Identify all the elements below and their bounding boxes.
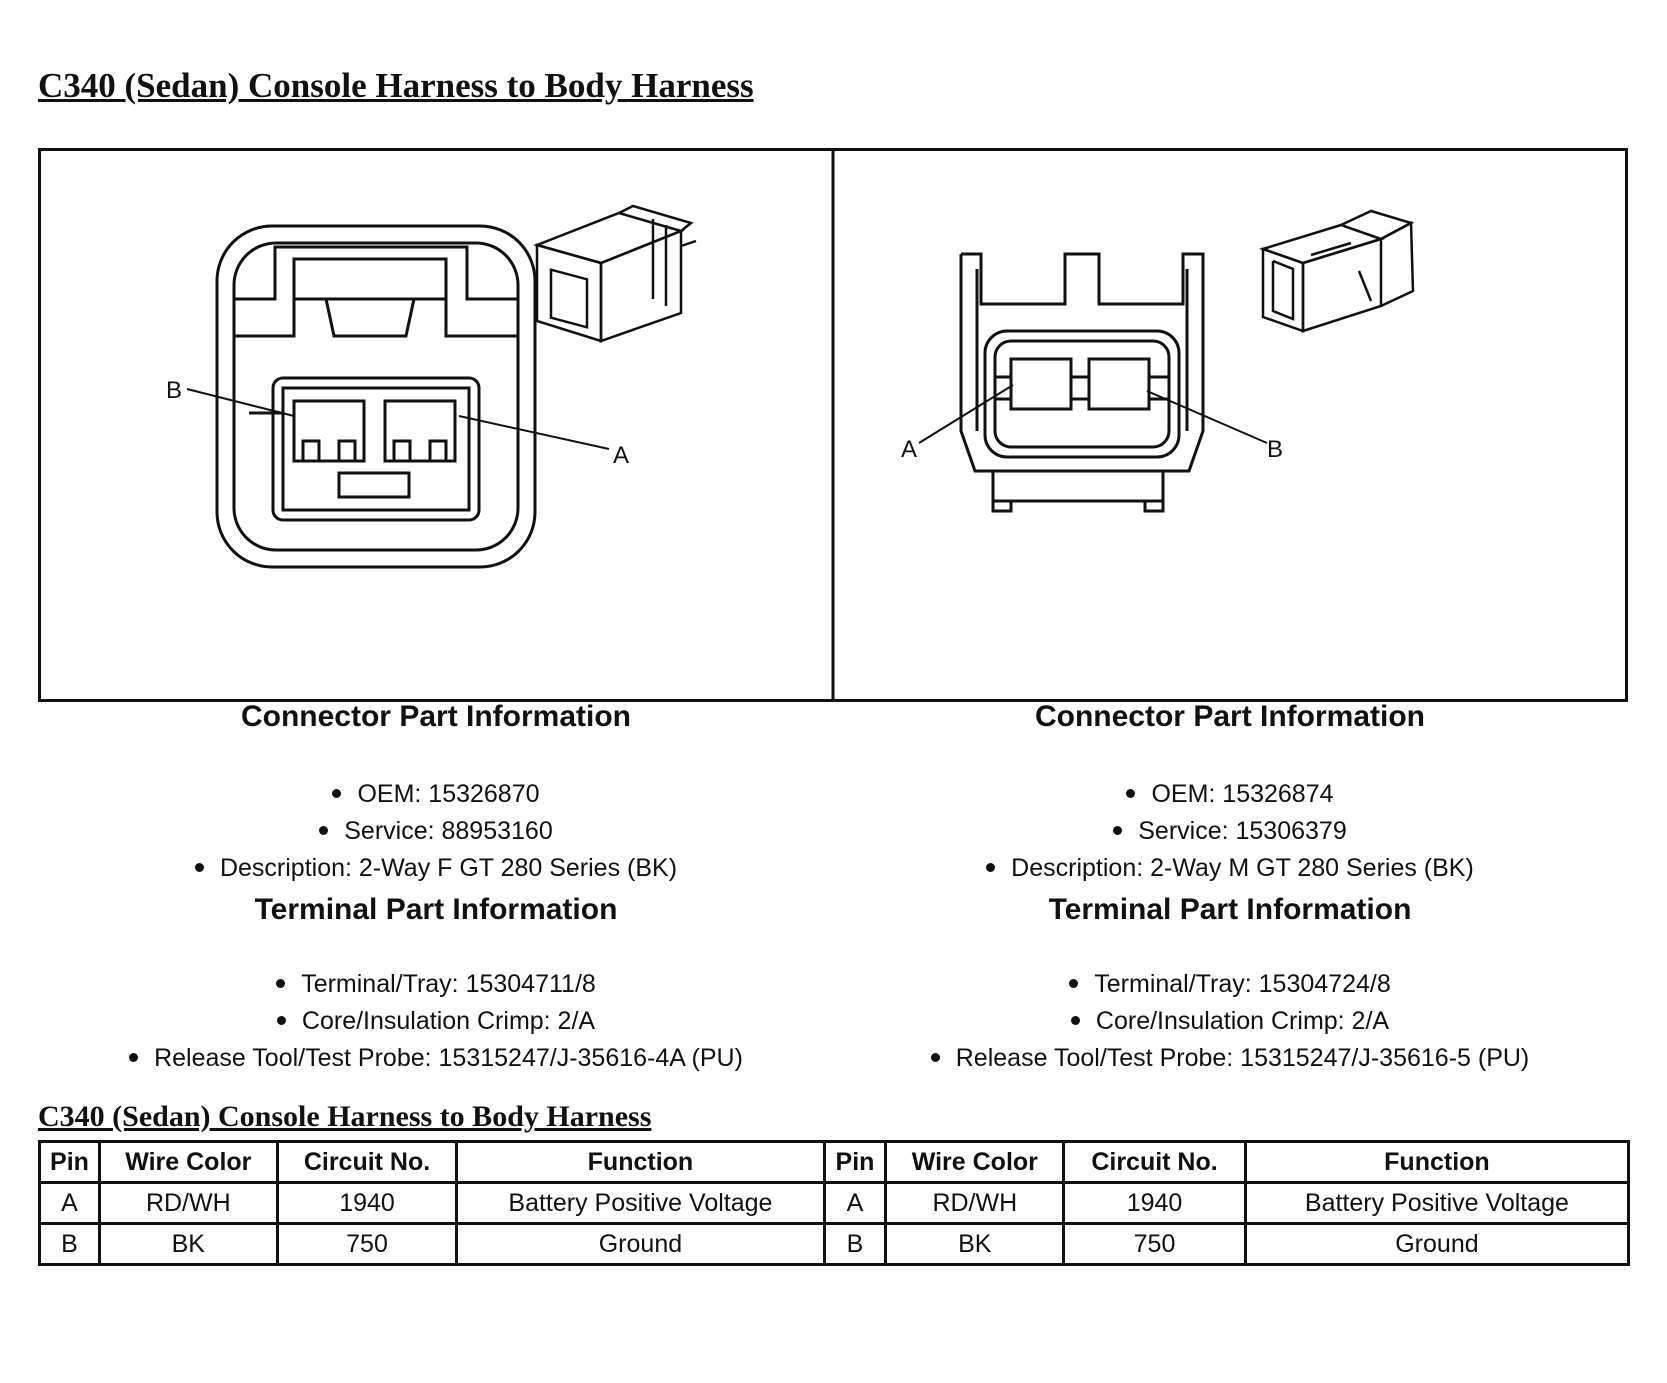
cell-pin: B bbox=[822, 1222, 888, 1266]
left-pin-label-a: A bbox=[613, 442, 629, 469]
bullet-icon bbox=[1126, 788, 1136, 798]
cell-pin: A bbox=[822, 1181, 888, 1225]
bullet-icon bbox=[129, 1052, 139, 1062]
right-connector-heading: Connector Part Information bbox=[1034, 700, 1425, 733]
left-description-item: Description: 2-Way F GT 280 Series (BK) bbox=[86, 854, 786, 883]
left-oem-item: OEM: 15326870 bbox=[86, 780, 786, 809]
cell-function: Ground bbox=[455, 1222, 826, 1266]
bullet-icon bbox=[319, 825, 329, 835]
pinout-table: Pin Wire Color Circuit No. Function Pin … bbox=[38, 1140, 1631, 1266]
male-connector-face bbox=[959, 252, 1205, 513]
header-circuit-no: Circuit No. bbox=[1062, 1140, 1247, 1184]
table-header-row: Pin Wire Color Circuit No. Function Pin … bbox=[38, 1140, 1631, 1184]
cell-circuit-no: 1940 bbox=[275, 1181, 459, 1225]
bullet-icon bbox=[1070, 1015, 1080, 1025]
header-pin: Pin bbox=[38, 1140, 101, 1184]
header-function: Function bbox=[455, 1140, 826, 1184]
right-terminal-heading: Terminal Part Information bbox=[1048, 893, 1412, 926]
table-title: C340 (Sedan) Console Harness to Body Har… bbox=[38, 1100, 652, 1133]
header-function: Function bbox=[1243, 1140, 1631, 1184]
page-title: C340 (Sedan) Console Harness to Body Har… bbox=[38, 66, 754, 105]
left-release-tool-item: Release Tool/Test Probe: 15315247/J-3561… bbox=[86, 1044, 786, 1073]
left-service-item: Service: 88953160 bbox=[86, 817, 786, 846]
cell-wire-color: RD/WH bbox=[97, 1181, 279, 1225]
right-pin-label-a: A bbox=[901, 436, 917, 463]
right-crimp-item: Core/Insulation Crimp: 2/A bbox=[880, 1007, 1580, 1036]
cell-pin: A bbox=[38, 1181, 101, 1225]
right-release-tool-item: Release Tool/Test Probe: 15315247/J-3561… bbox=[880, 1044, 1580, 1073]
connector-diagram: B A bbox=[166, 151, 1415, 699]
header-circuit-no: Circuit No. bbox=[275, 1140, 459, 1184]
right-description-item: Description: 2-Way M GT 280 Series (BK) bbox=[880, 854, 1580, 883]
bullet-icon bbox=[276, 978, 286, 988]
cell-function: Battery Positive Voltage bbox=[455, 1181, 826, 1225]
cell-circuit-no: 1940 bbox=[1062, 1181, 1247, 1225]
cell-wire-color: BK bbox=[97, 1222, 279, 1266]
bullet-icon bbox=[332, 788, 342, 798]
cell-pin: B bbox=[38, 1222, 101, 1266]
bullet-icon bbox=[276, 1015, 286, 1025]
female-connector-sketch bbox=[533, 204, 697, 343]
left-pin-label-b: B bbox=[166, 377, 182, 404]
bullet-icon bbox=[1069, 978, 1079, 988]
male-connector-sketch bbox=[1258, 209, 1415, 333]
bullet-icon bbox=[986, 862, 996, 872]
connector-diagram-frame: B A bbox=[38, 148, 1628, 702]
left-connector-heading: Connector Part Information bbox=[240, 700, 631, 733]
bullet-icon bbox=[194, 862, 204, 872]
left-connector-info: Connector Part Information OEM: 15326870… bbox=[86, 0, 786, 1100]
header-wire-color: Wire Color bbox=[97, 1140, 279, 1184]
right-service-item: Service: 15306379 bbox=[880, 817, 1580, 846]
cell-circuit-no: 750 bbox=[275, 1222, 459, 1266]
cell-wire-color: RD/WH bbox=[884, 1181, 1066, 1225]
right-connector-info: Connector Part Information OEM: 15326874… bbox=[880, 0, 1580, 1100]
cell-function: Ground bbox=[1243, 1222, 1631, 1266]
header-wire-color: Wire Color bbox=[884, 1140, 1066, 1184]
bullet-icon bbox=[1113, 825, 1123, 835]
bullet-icon bbox=[930, 1052, 940, 1062]
cell-wire-color: BK bbox=[884, 1222, 1066, 1266]
right-pin-label-b: B bbox=[1267, 436, 1283, 463]
cell-function: Battery Positive Voltage bbox=[1243, 1181, 1631, 1225]
right-oem-item: OEM: 15326874 bbox=[880, 780, 1580, 809]
left-terminal-heading: Terminal Part Information bbox=[254, 893, 618, 926]
left-crimp-item: Core/Insulation Crimp: 2/A bbox=[86, 1007, 786, 1036]
table-row: B BK 750 Ground B BK 750 Ground bbox=[38, 1222, 1631, 1266]
table-row: A RD/WH 1940 Battery Positive Voltage A … bbox=[38, 1181, 1631, 1225]
header-pin: Pin bbox=[822, 1140, 888, 1184]
left-terminal-tray-item: Terminal/Tray: 15304711/8 bbox=[86, 970, 786, 999]
right-terminal-tray-item: Terminal/Tray: 15304724/8 bbox=[880, 970, 1580, 999]
cell-circuit-no: 750 bbox=[1062, 1222, 1247, 1266]
